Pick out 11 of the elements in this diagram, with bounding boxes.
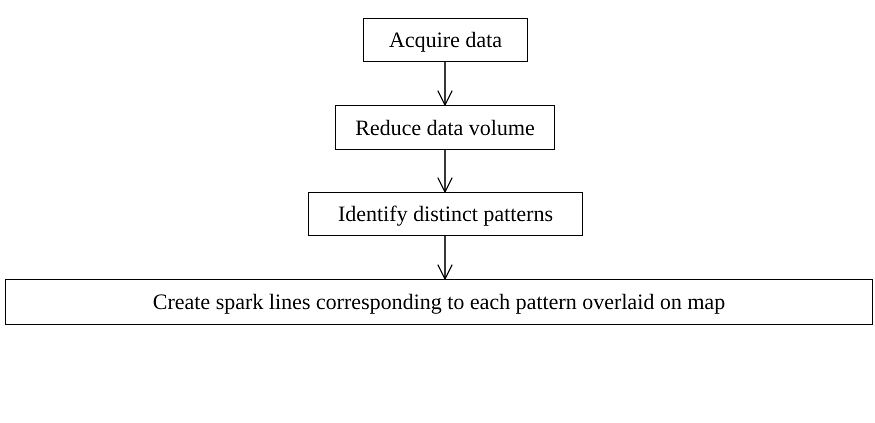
process-box [335,105,555,150]
process-box [363,18,528,62]
box-label: Reduce data volume [355,114,535,140]
arrow [437,236,453,280]
arrow [437,62,453,106]
box-label: Acquire data [389,27,502,53]
box-label: Identify distinct patterns [338,201,554,227]
process-box [5,279,873,325]
arrow [437,150,453,193]
box-label: Create spark lines corresponding to each pattern overlaid on map [152,289,726,315]
process-box [308,192,583,236]
